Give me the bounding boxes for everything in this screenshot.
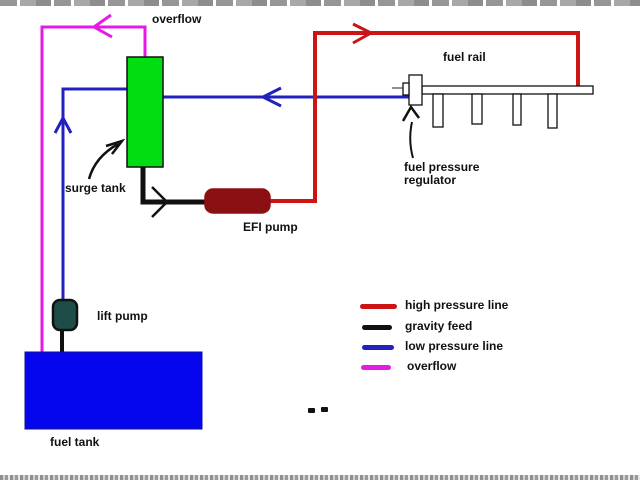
gravity-arrow-icon (151, 186, 169, 218)
legend-swatch-overflow (361, 365, 391, 370)
injector (512, 93, 522, 126)
legend-label-overflow: overflow (407, 359, 457, 373)
overflow-arrow-left-icon (91, 13, 113, 39)
high-pressure-line (270, 31, 580, 203)
legend-label-gravity-feed: gravity feed (405, 319, 473, 333)
fuel-pressure-regulator-label-line2: regulator (404, 173, 457, 187)
surge-tank-pointer-arrow (87, 142, 119, 180)
legend-label-low-pressure: low pressure line (405, 339, 504, 353)
legend-swatch-high-pressure (360, 304, 397, 309)
regulator-fitting (402, 82, 410, 96)
fuel-tank-label: fuel tank (50, 435, 100, 449)
up-arrow-icon (53, 114, 73, 134)
fuel-pressure-regulator-label-line1: fuel pressure (404, 160, 480, 174)
efi-pump-label: EFI pump (243, 220, 298, 234)
window-edge-top (0, 0, 640, 6)
regulator-body (408, 74, 423, 106)
legend-swatch-gravity-feed (362, 325, 392, 330)
injector (432, 93, 444, 128)
surge-tank-pointer-arrowhead-icon (105, 138, 126, 155)
fuel-rail-label: fuel rail (443, 50, 486, 64)
window-edge-bottom (0, 475, 640, 480)
legend-swatch-low-pressure (362, 345, 394, 350)
ink-dot (321, 407, 328, 412)
left-arrow-icon (259, 86, 282, 108)
efi-pump (204, 188, 271, 214)
gravity-feed-line (140, 167, 205, 205)
overflow-label: overflow (152, 12, 202, 26)
injector (547, 93, 558, 129)
injector (471, 93, 483, 125)
surge-tank-label: surge tank (65, 181, 126, 195)
lift-pump-label: lift pump (97, 309, 148, 323)
fuel-tank (24, 351, 203, 430)
right-arrow-icon (352, 22, 375, 45)
surge-tank (126, 56, 164, 168)
legend-label-high-pressure: high pressure line (405, 298, 509, 312)
low-pressure-line-left (61, 87, 137, 300)
regulator-pointer-arrow (409, 121, 414, 159)
fuel-rail-bar (421, 85, 594, 95)
lift-pump (51, 298, 79, 332)
ink-dot (308, 408, 315, 413)
fuel-pressure-regulator-label: fuel pressure regulator (404, 161, 479, 187)
regulator-pointer-arrowhead-icon (401, 104, 421, 122)
